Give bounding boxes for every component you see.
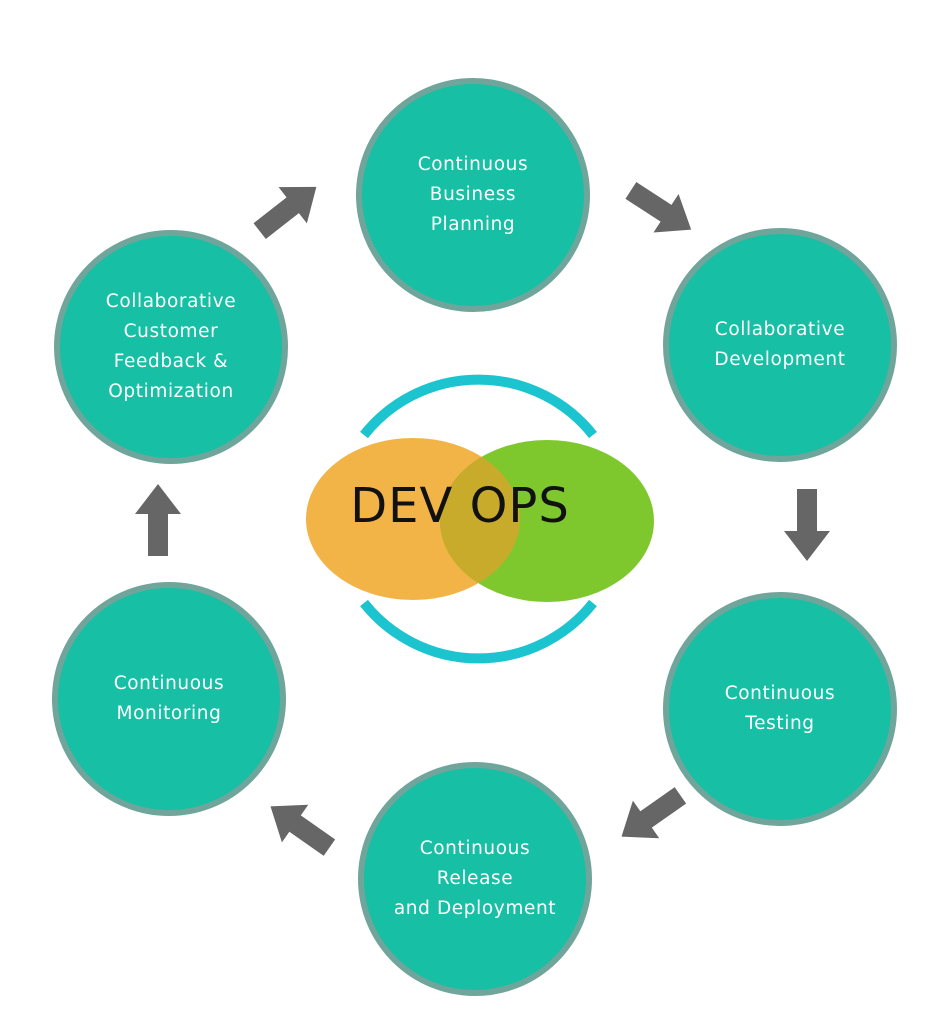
dev-ops-overlap: [440, 440, 520, 600]
stage-collaborative-development: Collaborative Development: [663, 228, 897, 462]
arrow-icon-feedback-to-planning: [253, 186, 317, 240]
arrow-icon-testing-to-release: [621, 787, 687, 839]
devops-center-label: DEV OPS: [350, 478, 570, 534]
stage-continuous-business-planning: Continuous Business Planning: [356, 78, 590, 312]
stage-label: Continuous Testing: [724, 683, 836, 734]
arrow-icon-development-to-testing: [784, 489, 830, 561]
ring-top-arc: [360, 374, 597, 439]
arrow-icon-planning-to-development: [625, 182, 692, 233]
arrow-icon-release-to-monitoring: [270, 804, 336, 856]
stage-continuous-monitoring: Continuous Monitoring: [52, 582, 286, 816]
arrow-icon-monitoring-to-feedback: [135, 484, 181, 556]
stage-continuous-testing: Continuous Testing: [663, 592, 897, 826]
stage-label: Continuous Business Planning: [417, 154, 529, 235]
stage-label: Continuous Release and Deployment: [393, 838, 557, 919]
stage-label: Continuous Monitoring: [113, 673, 225, 724]
stage-collaborative-customer-feedback-optimization: Collaborative Customer Feedback & Optimi…: [54, 230, 288, 464]
stage-label: Collaborative Customer Feedback & Optimi…: [105, 291, 237, 402]
ring-bottom-arc: [360, 599, 597, 664]
stage-label: Collaborative Development: [714, 319, 846, 370]
stage-continuous-release-deployment: Continuous Release and Deployment: [358, 762, 592, 996]
